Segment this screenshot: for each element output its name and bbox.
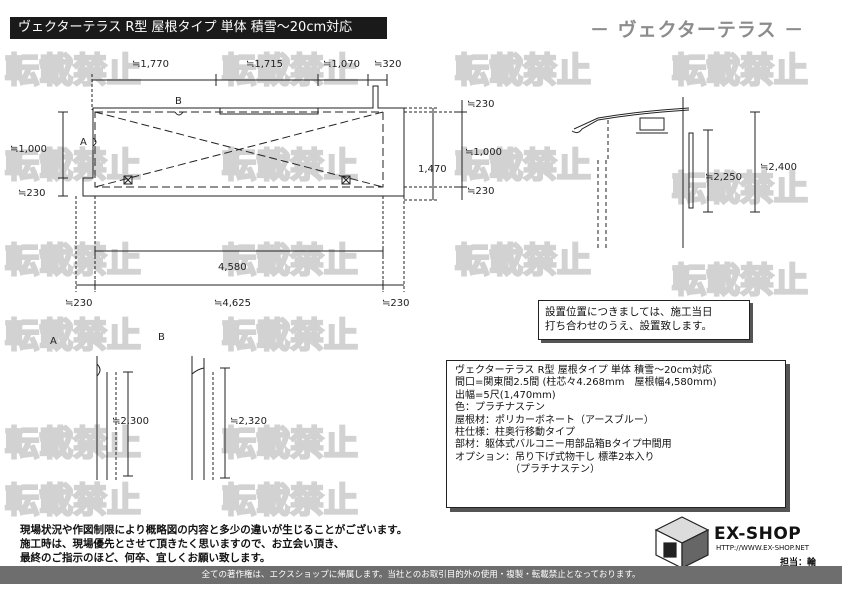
note-line: 打ち合わせのうえ、設置致します。: [545, 320, 712, 332]
watermark-text: 転載禁止: [222, 316, 358, 356]
watermark-text: 転載禁止: [222, 424, 358, 464]
watermark-text: 転載禁止: [5, 481, 141, 521]
dim-label: ≒2,320: [230, 416, 267, 427]
watermark-text: 転載禁止: [222, 241, 358, 281]
post: [688, 132, 694, 209]
dim-label: ≒1,770: [132, 59, 169, 70]
watermark-text: 転載禁止: [5, 241, 141, 281]
watermark-text: 転載禁止: [455, 146, 591, 186]
detail-label-b: B: [158, 332, 165, 343]
watermark-text: 転載禁止: [222, 481, 358, 521]
dim-label: ≒2,300: [112, 416, 149, 427]
spec-line: 屋根材：ポリカーボネート（アースブルー）: [455, 414, 654, 426]
section-marker-a: A: [80, 137, 87, 148]
disclaimer-line: 施工時は、現場優先とさせて頂きたく思いますので、お立会い頂き、: [20, 538, 345, 550]
post-marker: [341, 175, 351, 185]
post-marker: [123, 175, 133, 185]
spec-line: 間口=関東間2.5間 (柱芯々4.268mm 屋根幅4,580mm): [455, 377, 717, 389]
disclaimer-line: 最終のご指示のほど、何卒、宜しくお願い致します。: [20, 552, 271, 564]
spec-line: 部材：躯体式バルコニー用部品箱Bタイプ中間用: [455, 439, 672, 451]
dim-label: ≒230: [65, 298, 92, 309]
roof-outline: [94, 111, 384, 188]
dim-label: ≒230: [18, 188, 45, 199]
watermark-text: 転載禁止: [5, 146, 141, 186]
watermark-text: 転載禁止: [222, 146, 358, 186]
ex-shop-logo-icon: [654, 516, 710, 569]
installation-note: 設置位置につきましては、施工当日 打ち合わせのうえ、設置致します。: [538, 300, 750, 340]
logo-url: HTTP://WWW.EX-SHOP.NET: [716, 544, 810, 552]
spec-line: 出幅=5尺(1,470mm): [455, 389, 556, 401]
spec-line: （プラチナステン）: [455, 464, 600, 476]
spec-line: オプション：吊り下げ式物干し 標準2本入り: [455, 451, 655, 463]
dim-label: ≒320: [374, 59, 401, 70]
dim-label: ≒1,000: [465, 147, 502, 158]
copyright-footer: 全ての著作権は、エクスショップに帰属します。当社とのお取引目的外の使用・複製・転…: [0, 566, 842, 584]
staff-label: 担当：輪: [780, 558, 817, 568]
dim-label: ≒2,400: [760, 162, 797, 173]
specification-box: ヴェクターテラス R型 屋根タイプ 単体 積雪～20cm対応 間口=関東間2.5…: [446, 360, 786, 508]
watermark-text: 転載禁止: [222, 51, 358, 91]
watermark-text: 転載禁止: [455, 51, 591, 91]
spec-line: 柱仕様：柱奥行移動タイプ: [455, 427, 575, 439]
watermark-text: 転載禁止: [5, 316, 141, 356]
detail-label-a: A: [50, 336, 57, 347]
roof-profile: [571, 109, 690, 134]
watermark-text: 転載禁止: [5, 424, 141, 464]
drawing-title: ヴェクターテラス R型 屋根タイプ 単体 積雪～20cm対応: [10, 17, 387, 39]
note-line: 設置位置につきましては、施工当日: [545, 306, 713, 318]
dim-label: ≒1,715: [246, 59, 283, 70]
disclaimer: 現場状況や作図制限により概略図の内容と多少の違いが生じることがございます。 施工…: [20, 523, 407, 565]
watermark-text: 転載禁止: [672, 261, 808, 301]
watermark-text: 転載禁止: [672, 169, 808, 209]
spec-line: 色：プラチナステン: [455, 402, 545, 414]
side-view: [571, 97, 760, 248]
dim-label: 4,580: [218, 262, 247, 273]
plan-view: [58, 74, 467, 292]
disclaimer-line: 現場状況や作図制限により概略図の内容と多少の違いが生じることがございます。: [20, 524, 408, 536]
detail-views: [96, 356, 230, 480]
spec-line: ヴェクターテラス R型 屋根タイプ 単体 積雪～20cm対応: [455, 365, 713, 376]
dim-label: ≒1,070: [323, 59, 360, 70]
dim-label: ≒2,250: [705, 172, 742, 183]
dim-label: ≒4,625: [214, 298, 251, 309]
product-brand: － ヴェクターテラス －: [590, 19, 805, 41]
section-marker-b: B: [175, 96, 182, 107]
gutter: [219, 107, 319, 115]
dim-label: ≒230: [382, 298, 409, 309]
dim-label: ≒230: [467, 186, 494, 197]
dim-label: 1,470: [418, 164, 447, 175]
watermark-text: 転載禁止: [672, 51, 808, 91]
watermark-text: 転載禁止: [455, 241, 591, 281]
logo-name: EX-SHOP: [714, 524, 802, 544]
watermark-text: 転載禁止: [5, 51, 141, 91]
dim-label: ≒230: [467, 99, 494, 110]
dim-label: ≒1,000: [10, 144, 47, 155]
